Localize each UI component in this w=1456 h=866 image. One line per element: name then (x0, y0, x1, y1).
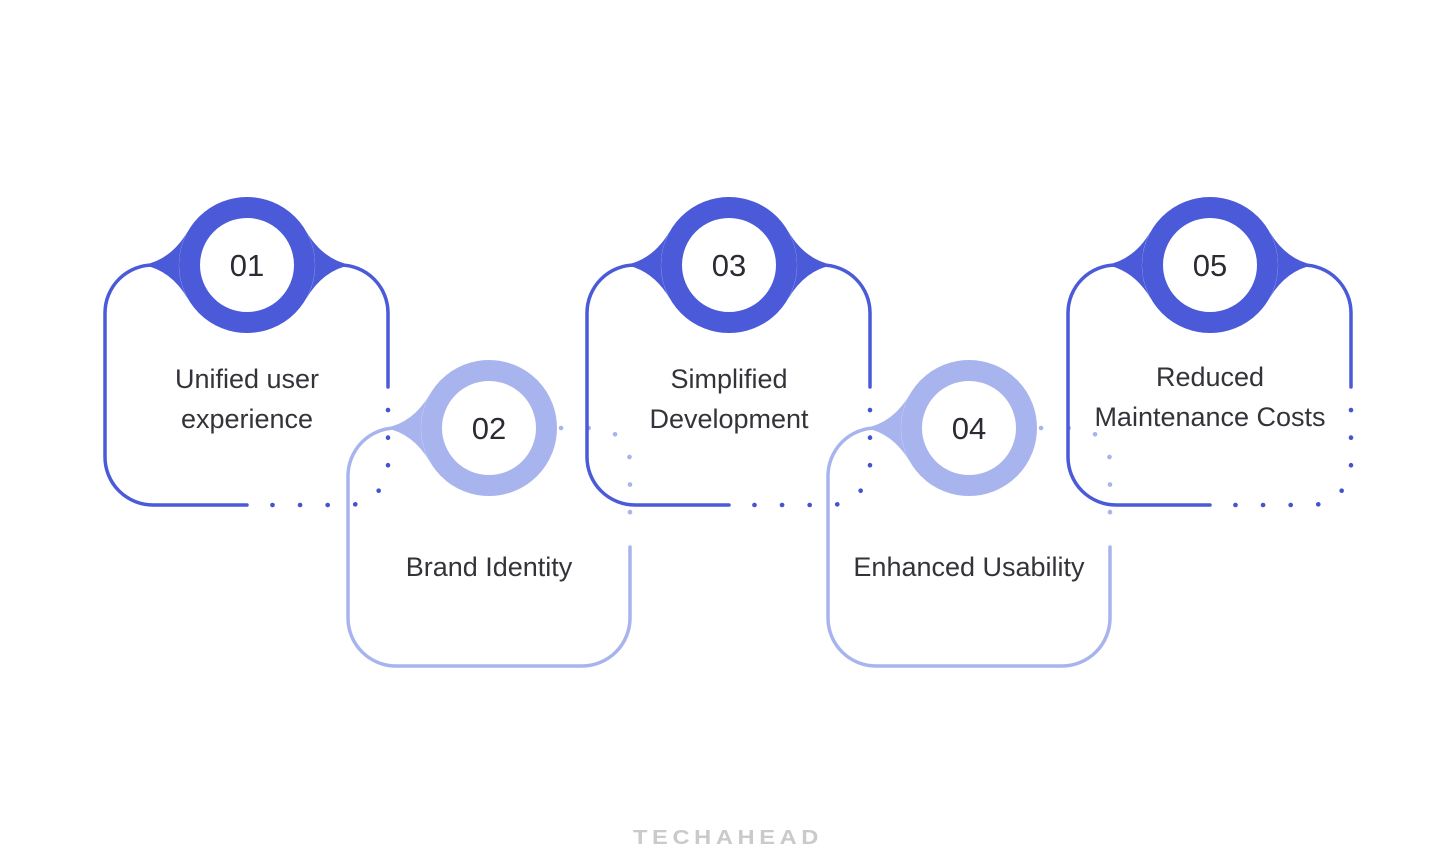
connector-blob-left (625, 231, 670, 299)
step-circle (421, 360, 557, 496)
card-border-right (820, 263, 872, 389)
benefit-card-2: 02 Brand Identity (346, 360, 633, 668)
step-number: 04 (952, 411, 986, 446)
step-circle (179, 197, 315, 333)
card-border-dotted-corner (1038, 425, 1113, 527)
connector-blob-right (1269, 231, 1314, 299)
step-number: 03 (712, 248, 746, 283)
step-circle (1142, 197, 1278, 333)
step-circle (901, 360, 1037, 496)
benefit-label-line: Enhanced Usability (853, 552, 1085, 582)
benefit-card-5: 05 Reduced Maintenance Costs (1066, 197, 1354, 508)
benefit-card-1: 01 Unified user experience (103, 197, 391, 508)
connector-blob-left (1106, 231, 1151, 299)
card-border-main (103, 263, 249, 507)
benefit-label-line: Brand Identity (406, 552, 573, 582)
step-number: 02 (472, 411, 506, 446)
brand-logo: TECHAHEAD (633, 826, 823, 849)
card-border-dotted-corner (558, 425, 633, 527)
step-number: 01 (230, 248, 264, 283)
card-border-main (346, 426, 632, 668)
step-number: 05 (1193, 248, 1227, 283)
benefit-label-line: experience (181, 404, 313, 434)
step-circle (661, 197, 797, 333)
benefit-label-line: Reduced (1156, 362, 1264, 392)
card-border-right (1301, 263, 1353, 389)
benefit-label-line: Development (649, 404, 809, 434)
card-border-main (585, 263, 731, 507)
connector-blob-left (385, 394, 430, 462)
card-border-main (1066, 263, 1212, 507)
benefit-label-line: Maintenance Costs (1094, 402, 1325, 432)
benefit-card-3: 03 Simplified Development (585, 197, 873, 508)
connector-blob-right (788, 231, 833, 299)
card-border-right (338, 263, 390, 389)
connector-blob-right (306, 231, 351, 299)
benefit-label-line: Unified user (175, 364, 319, 394)
connector-blob-left (143, 231, 188, 299)
connector-blob-left (865, 394, 910, 462)
card-border-main (826, 426, 1112, 668)
benefit-label-line: Simplified (670, 364, 787, 394)
benefit-card-4: 04 Enhanced Usability (826, 360, 1113, 668)
